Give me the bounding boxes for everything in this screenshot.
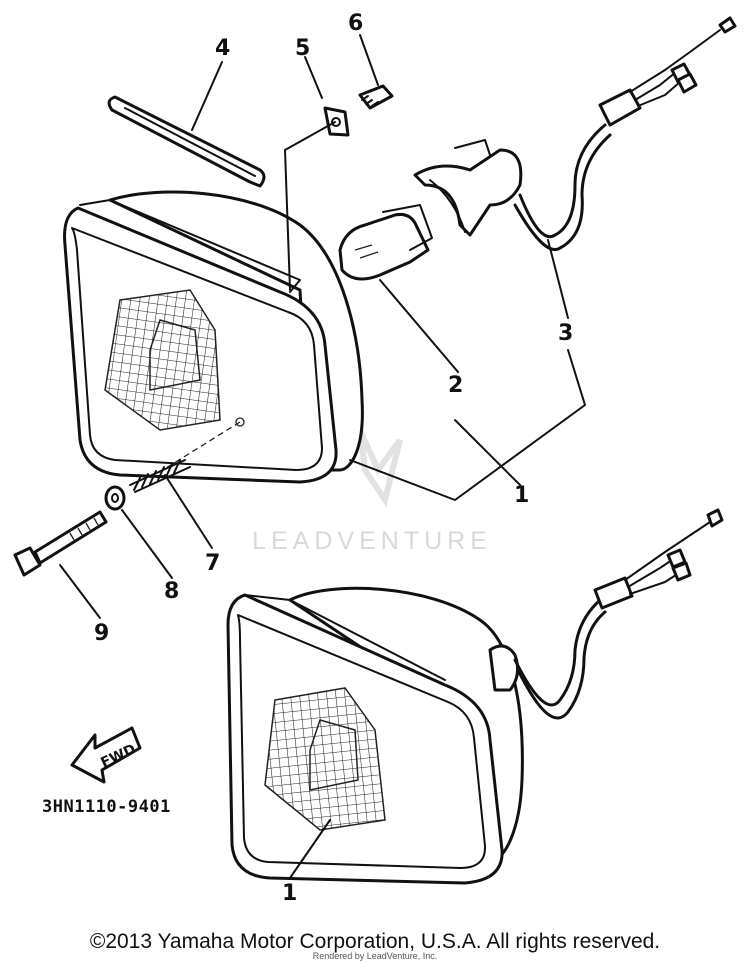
rendered-by-text: Rendered by LeadVenture, Inc. (312, 951, 438, 961)
part-9-bolt (13, 510, 108, 577)
upper-headlight-rim (71, 227, 323, 471)
callout-8: 8 (164, 579, 179, 604)
part-8-washer (104, 485, 126, 511)
callout-1-upper: 1 (514, 483, 529, 508)
callout-1-lower: 1 (282, 881, 297, 906)
callout-9: 9 (94, 621, 109, 646)
fwd-arrow-icon: FWD (70, 726, 142, 784)
watermark-text: LEADVENTURE (252, 527, 492, 555)
upper-lens-grid (104, 289, 221, 431)
upper-headlight-housing (108, 190, 364, 472)
upper-headlight-assembly (63, 190, 364, 484)
upper-headlight-flange (79, 199, 301, 293)
lower-headlight-rim (237, 614, 487, 869)
part-2-bulb (338, 204, 433, 281)
callout-2: 2 (448, 373, 463, 398)
part-5-clip (323, 106, 350, 137)
callout-5: 5 (295, 36, 310, 61)
lower-lens-grid (264, 687, 386, 831)
leader-lines (59, 34, 586, 879)
part-7-spring (129, 459, 191, 493)
callout-6: 6 (348, 11, 363, 36)
lower-headlight-assembly (226, 508, 724, 885)
callout-4: 4 (215, 36, 230, 61)
callout-7: 7 (205, 551, 220, 576)
part-4-bracket (107, 95, 266, 188)
callout-3: 3 (558, 321, 573, 346)
part-6-screw (358, 84, 394, 110)
part-3-socket-harness (413, 16, 737, 251)
watermark: LEADVENTURE (252, 428, 492, 555)
copyright-text: ©2013 Yamaha Motor Corporation, U.S.A. A… (89, 930, 661, 953)
part-code: 3HN1110-9401 (42, 797, 171, 817)
callouts: 4 5 6 2 3 1 7 8 9 1 3HN1110-9401 (42, 11, 573, 906)
